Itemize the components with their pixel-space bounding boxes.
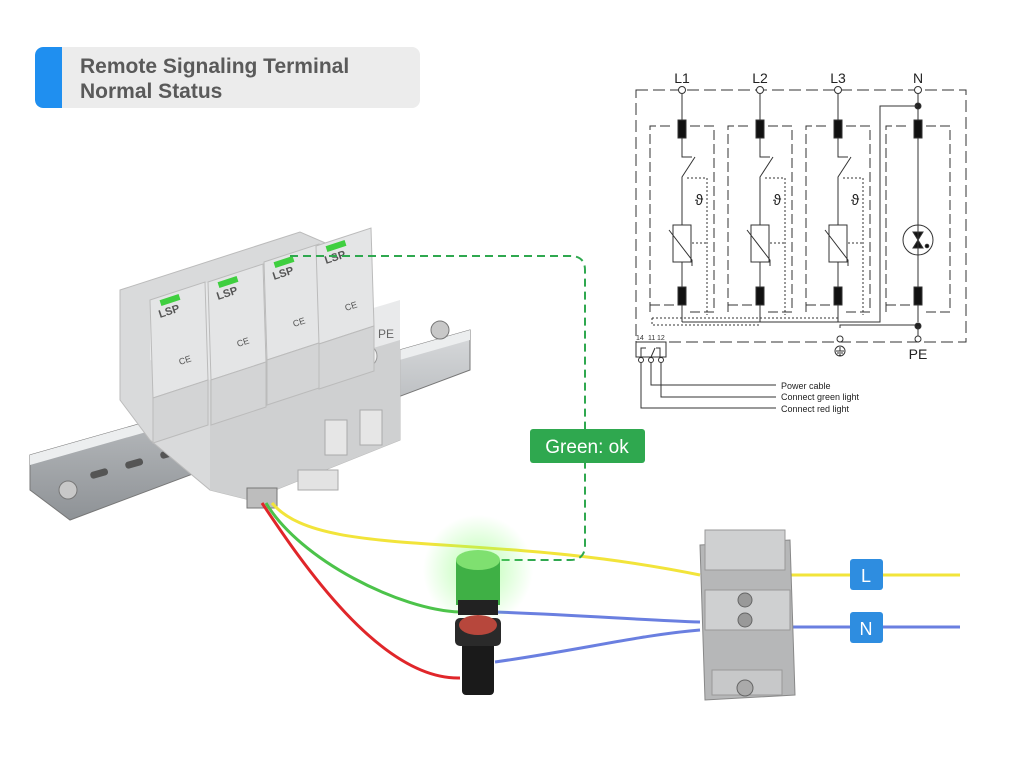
- schematic-enclosure: [635, 89, 967, 343]
- green-indicator-lamp: [423, 515, 533, 625]
- terminal-12: 12: [657, 335, 665, 342]
- screw-icon: [737, 612, 753, 628]
- legend-power-cable: Power cable: [781, 381, 831, 391]
- blue-wire-red-lamp: [494, 628, 701, 664]
- title-text: Remote Signaling Terminal Normal Status: [80, 54, 349, 104]
- status-window-green: [325, 240, 347, 252]
- terminal-label-l-text: L: [861, 566, 871, 586]
- ce-mark: CE: [178, 354, 193, 367]
- phase-label-l1: L1: [674, 70, 690, 86]
- red-indicator-lamp: [455, 615, 501, 695]
- status-label-green-ok: Green: ok: [530, 429, 645, 463]
- screw-icon: [736, 679, 754, 697]
- terminal-label-n: N: [850, 612, 883, 643]
- legend-red-light: Connect red light: [781, 404, 850, 414]
- green-wire: [264, 502, 461, 614]
- phase-label-l2: L2: [752, 70, 768, 86]
- ce-mark: CE: [292, 316, 307, 329]
- red-wire: [260, 502, 461, 680]
- title-accent-bar: [35, 47, 62, 108]
- device-pe-label: PE: [378, 327, 394, 341]
- legend-green-light: Connect green light: [781, 392, 860, 402]
- signal-indicator-line: [290, 255, 586, 561]
- thermal-symbol: ϑ: [695, 192, 704, 209]
- status-window-green: [217, 276, 239, 288]
- schematic-module-n: [885, 86, 951, 322]
- schematic-module-l3: ϑ: [805, 86, 871, 322]
- schematic-module-l2: ϑ: [727, 86, 793, 322]
- screw-icon: [737, 592, 753, 608]
- terminal-label-l: L: [850, 559, 883, 590]
- pe-label: PE: [909, 346, 928, 362]
- thermal-symbol: ϑ: [851, 192, 860, 209]
- thermal-symbol: ϑ: [773, 192, 782, 209]
- status-label-text: Green: ok: [545, 437, 629, 458]
- status-window-green: [159, 294, 181, 306]
- schematic-module-l1: ϑ: [649, 86, 715, 322]
- varistor-symbol: [828, 224, 848, 263]
- terminal-block: [699, 529, 796, 701]
- terminal-11: 11: [648, 335, 655, 342]
- status-window-green: [273, 256, 295, 268]
- varistor-symbol: [672, 224, 692, 263]
- terminal-14: 14: [636, 335, 644, 342]
- title-line-1: Remote Signaling Terminal: [80, 55, 350, 78]
- ce-mark: CE: [344, 300, 359, 313]
- yellow-wire: [270, 502, 701, 577]
- ce-mark: CE: [236, 336, 251, 349]
- blue-wire-green-lamp: [494, 610, 701, 624]
- phase-label-n: N: [913, 70, 923, 86]
- wires: [260, 502, 960, 680]
- phase-label-l3: L3: [830, 70, 846, 86]
- terminal-label-n-text: N: [860, 619, 873, 639]
- signal-terminal: [246, 487, 278, 509]
- title-box: Remote Signaling Terminal Normal Status: [35, 47, 420, 108]
- title-line-2: Normal Status: [80, 80, 223, 103]
- varistor-symbol: [750, 224, 770, 263]
